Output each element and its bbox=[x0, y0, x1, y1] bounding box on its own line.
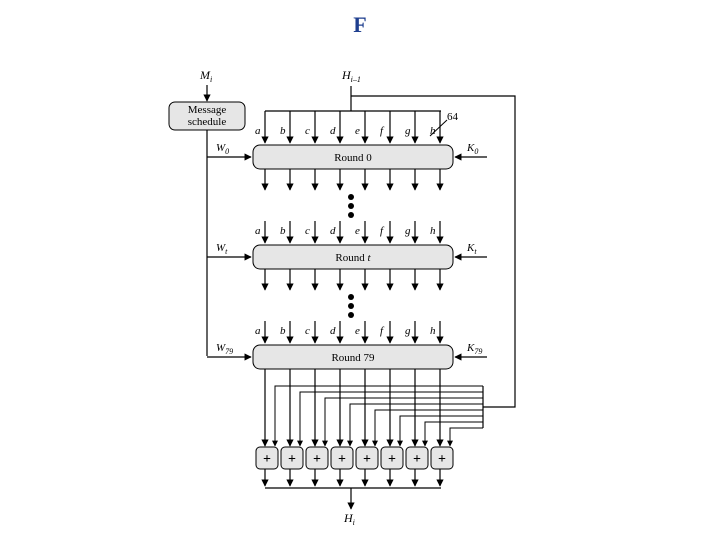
adder-symbol: + bbox=[263, 452, 271, 467]
round-2-register-label: c bbox=[305, 325, 310, 337]
feedback-wire bbox=[422, 421, 483, 447]
adder-box: + bbox=[330, 446, 354, 470]
ellipsis-dot bbox=[348, 294, 354, 300]
round-0-label: Round 0 bbox=[334, 152, 372, 164]
feedback-wire bbox=[397, 415, 483, 447]
round-1-register-label: e bbox=[355, 225, 360, 237]
round-2-k-label: K79 bbox=[466, 342, 482, 356]
adder-symbol: + bbox=[338, 452, 346, 467]
adder-box: + bbox=[405, 446, 429, 470]
adder-symbol: + bbox=[288, 452, 296, 467]
continuation-dots bbox=[348, 194, 354, 318]
round-1-register-label: d bbox=[330, 225, 336, 237]
ellipsis-dot bbox=[348, 194, 354, 200]
round-0-register-label: e bbox=[355, 125, 360, 137]
round-1-register-label: g bbox=[405, 225, 411, 237]
ellipsis-dot bbox=[348, 303, 354, 309]
round-0-w-label: W0 bbox=[216, 142, 229, 156]
round-1-register-label: c bbox=[305, 225, 310, 237]
round-2-register-label: g bbox=[405, 325, 411, 337]
round-1-label: Round t bbox=[335, 252, 371, 264]
feedback-wire bbox=[372, 409, 483, 447]
round-2-label: Round 79 bbox=[331, 352, 375, 364]
round-0-register-label: a bbox=[255, 125, 261, 137]
adder-box: + bbox=[280, 446, 304, 470]
adder-symbol: + bbox=[388, 452, 396, 467]
adder-box: + bbox=[255, 446, 279, 470]
slide-title: F bbox=[353, 12, 367, 37]
bus-width-label: 64 bbox=[447, 111, 459, 123]
hash-input-label: Hi–1 bbox=[341, 68, 361, 84]
ellipsis-dot bbox=[348, 203, 354, 209]
round-0-box bbox=[252, 144, 454, 170]
round-0-register-label: h bbox=[430, 125, 436, 137]
message-input-label: Mi bbox=[199, 68, 212, 84]
message-schedule-line2: schedule bbox=[188, 116, 227, 128]
round-1-register-label: f bbox=[380, 225, 385, 237]
feedforward-path bbox=[351, 95, 516, 408]
message-schedule-line1: Message bbox=[188, 104, 227, 116]
adder-symbol: + bbox=[413, 452, 421, 467]
adder-box: + bbox=[305, 446, 329, 470]
round-1-w-label: Wt bbox=[216, 242, 228, 256]
round-2-w-label: W79 bbox=[216, 342, 233, 356]
round-2-register-label: b bbox=[280, 325, 286, 337]
round-1-register-label: h bbox=[430, 225, 436, 237]
round-2-box bbox=[252, 344, 454, 370]
adder-box: + bbox=[430, 446, 454, 470]
round-0-register-label: g bbox=[405, 125, 411, 137]
adder-box: + bbox=[355, 446, 379, 470]
round-0-k-label: K0 bbox=[466, 142, 478, 156]
round-1-register-label: b bbox=[280, 225, 286, 237]
message-schedule-box: Message schedule bbox=[168, 101, 246, 131]
ellipsis-dot bbox=[348, 312, 354, 318]
round-1-box bbox=[252, 244, 454, 270]
adder-box: + bbox=[380, 446, 404, 470]
feedback-wire bbox=[347, 403, 483, 447]
round-0-register-label: c bbox=[305, 125, 310, 137]
adder-symbol: + bbox=[313, 452, 321, 467]
adder-symbol: + bbox=[438, 452, 446, 467]
feedback-wire bbox=[297, 391, 483, 447]
round-2-register-label: a bbox=[255, 325, 261, 337]
feedback-wire bbox=[447, 427, 483, 447]
round-0-register-label: d bbox=[330, 125, 336, 137]
round-1-k-label: Kt bbox=[466, 242, 477, 256]
feedback-wire bbox=[272, 385, 483, 447]
adder-symbol: + bbox=[363, 452, 371, 467]
bus-width-slash bbox=[429, 119, 448, 137]
round-2-register-label: h bbox=[430, 325, 436, 337]
round-0-register-label: b bbox=[280, 125, 286, 137]
hash-output-label: Hi bbox=[343, 511, 355, 527]
round-1-register-label: a bbox=[255, 225, 261, 237]
ellipsis-dot bbox=[348, 212, 354, 218]
round-0-register-label: f bbox=[380, 125, 385, 137]
round-2-register-label: f bbox=[380, 325, 385, 337]
feedback-wire bbox=[322, 397, 483, 447]
round-2-register-label: d bbox=[330, 325, 336, 337]
round-2-register-label: e bbox=[355, 325, 360, 337]
